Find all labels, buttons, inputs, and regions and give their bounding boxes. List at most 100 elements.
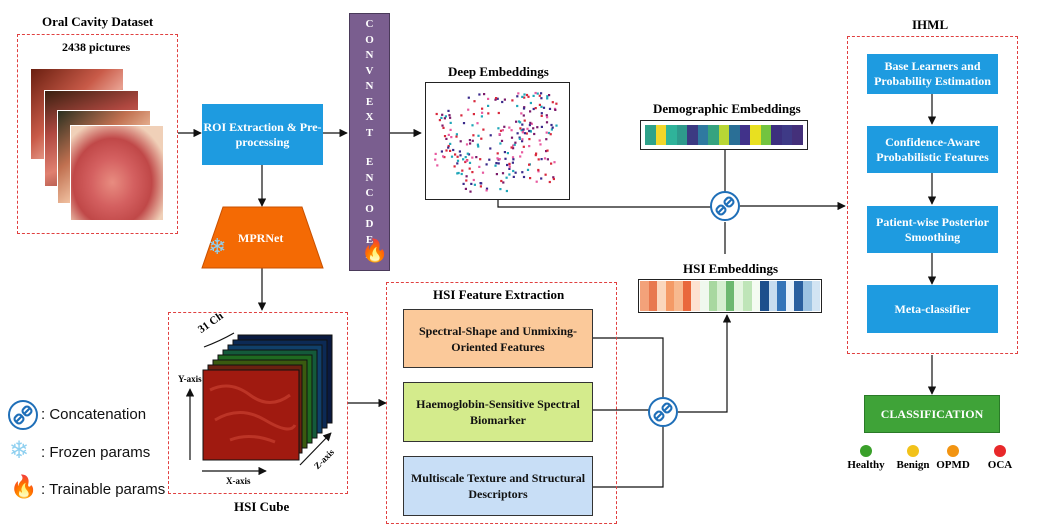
embedding-point [523,96,526,99]
encoder-letter: C [365,18,374,30]
embedding-point [521,95,524,98]
embedding-point [528,124,531,127]
embedding-point [517,120,521,123]
embedding-point [452,148,455,152]
embedding-point [479,185,482,188]
encoder-letter: V [365,64,374,77]
roi-label: ROI Extraction & Pre-processing [203,119,322,149]
embedding-point [510,129,513,132]
embedding-point [477,134,480,137]
embedding-cell [750,125,761,145]
spectral-shape-box: Spectral-Shape and Unmixing-Oriented Fea… [403,309,593,368]
convnext-encoder [349,13,390,271]
embedding-point [508,173,511,176]
embedding-point [459,140,462,143]
embedding-point [538,139,541,142]
embedding-point [503,125,506,128]
embedding-point [528,138,531,141]
encoder-letter: R [365,249,374,261]
ihml-title: IHML [912,17,949,32]
embedding-point [528,163,531,166]
embedding-cell [674,281,683,311]
embedding-point [540,92,543,95]
embedding-point [501,100,504,104]
x-axis-label: X-axis [226,476,251,486]
embedding-point [443,117,446,120]
embedding-point [505,176,508,179]
deep-embeddings-title: Deep Embeddings [448,64,549,79]
demographic-embeddings-title: Demographic Embeddings [653,101,801,116]
encoder-letter: T [365,126,374,139]
embedding-point [513,143,516,146]
embedding-point [435,112,438,116]
embedding-point [447,133,450,136]
base-learners-box: Base Learners and Probability Estimation [867,54,998,94]
embedding-point [545,138,548,141]
embedding-point [512,169,515,173]
embedding-point [516,104,519,108]
embedding-point [434,152,437,155]
embedding-point [460,114,463,117]
embedding-point [506,152,509,155]
embedding-point [546,149,549,152]
concatenation-icon [710,191,740,221]
tsne-points [434,91,558,193]
embedding-point [525,132,528,135]
embedding-point [549,133,552,136]
embedding-point [554,108,557,111]
embedding-point [522,128,525,131]
embedding-point [471,124,474,127]
embedding-point [440,116,443,119]
class-dot [947,445,959,457]
embedding-point [527,95,530,98]
classification-label: CLASSIFICATION [880,406,984,421]
concatenation-legend-label: : Concatenation [41,406,147,423]
embedding-point [447,109,450,112]
encoder-letter: E [365,156,374,168]
hsi-feature-extraction-title: HSI Feature Extraction [433,287,565,302]
embedding-point [487,104,490,107]
embedding-point [438,119,441,122]
embedding-point [485,163,488,166]
embedding-point [480,115,483,118]
embedding-point [449,149,452,152]
class-dot [907,445,919,457]
embedding-point [512,144,515,147]
embedding-point [483,93,486,96]
embedding-point [540,105,543,108]
class-label: Healthy [847,459,885,471]
embedding-point [532,94,535,97]
embedding-point [530,122,533,125]
embedding-point [518,137,521,140]
embedding-point [521,140,524,143]
embedding-point [479,158,482,161]
embedding-point [434,158,437,161]
embedding-point [442,126,445,129]
embedding-point [520,129,523,132]
embedding-point [516,132,519,135]
embedding-point [550,128,553,131]
embedding-point [472,178,475,182]
embedding-point [529,101,532,105]
embedding-point [478,93,481,96]
haemoglobin-label: Haemoglobin-Sensitive Spectral Biomarker [416,397,580,427]
embedding-point [465,143,469,146]
embedding-point [529,130,532,133]
embedding-point [476,143,479,146]
embedding-point [508,167,511,170]
embedding-point [461,169,464,172]
embedding-cell [666,125,677,145]
dataset-panel [17,34,178,234]
embedding-point [536,126,539,129]
embedding-point [489,147,492,150]
embedding-point [455,135,458,138]
oral-photo-4 [70,125,164,221]
embedding-point [537,168,540,172]
embedding-point [540,158,543,161]
embedding-point [521,131,524,134]
dataset-title: Oral Cavity Dataset [42,14,154,29]
embedding-cell [751,281,761,311]
embedding-point [497,111,500,115]
meta-classifier-label: Meta-classifier [894,301,971,316]
embedding-point [454,153,457,156]
